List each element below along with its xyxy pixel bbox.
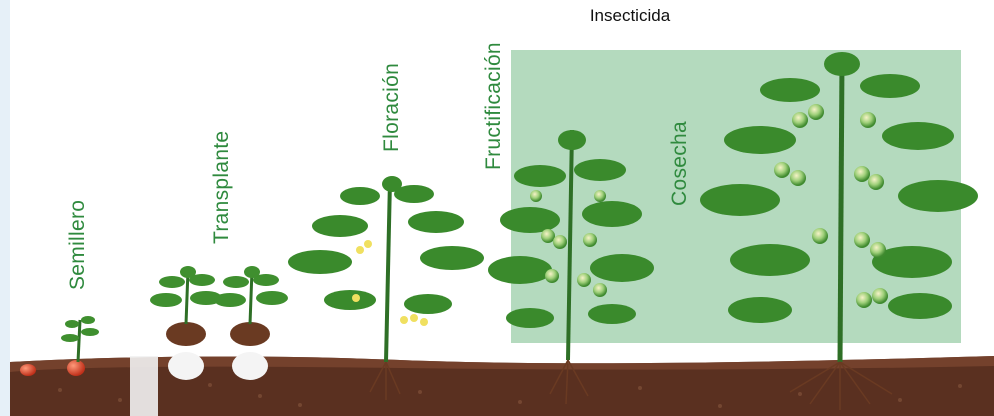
stage-label-transplante: Transplante xyxy=(210,131,234,244)
stage-label-floracion: Floración xyxy=(380,63,404,152)
soil-treatment-column xyxy=(130,356,158,416)
stage-label-semillero: Semillero xyxy=(66,200,90,290)
cosecha-plant xyxy=(700,52,978,410)
stage-label-fructificacion: Fructificación xyxy=(482,42,506,170)
stage-label-cosecha: Cosecha xyxy=(668,121,692,206)
